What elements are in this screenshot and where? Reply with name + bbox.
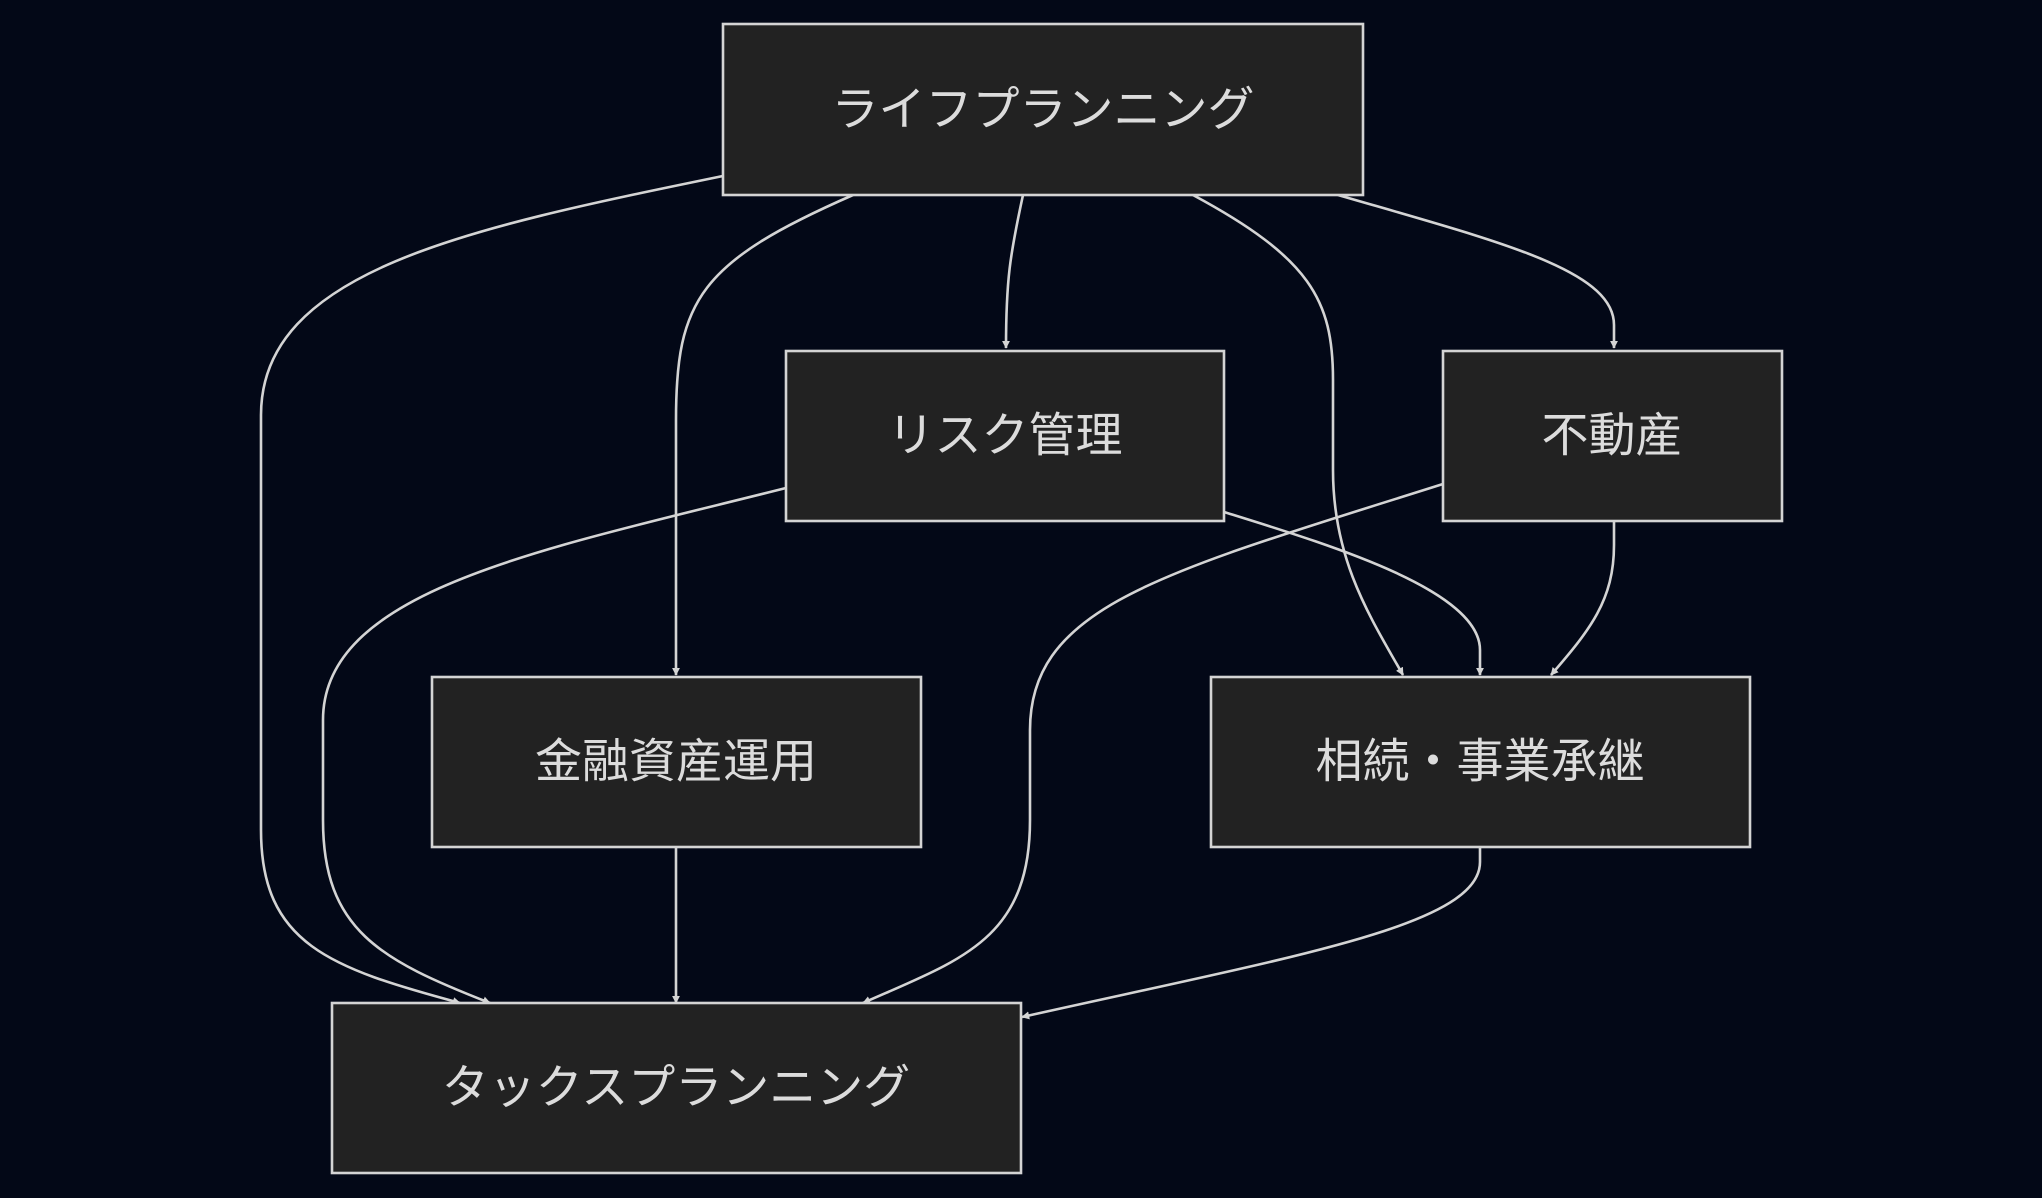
node-label: 相続・事業承継	[1316, 735, 1645, 790]
edge-life-to-realestate	[1337, 193, 1618, 349]
edge-risk-to-tax	[321, 486, 787, 1005]
node-financial-assets[interactable]: 金融資産運用	[430, 675, 923, 849]
node-box	[1441, 349, 1784, 523]
edges	[259, 174, 1618, 1020]
node-tax-planning[interactable]: タックスプランニング	[330, 1001, 1023, 1175]
edge-realestate-to-tax	[862, 482, 1444, 1005]
edge-life-to-inheritance	[1192, 193, 1405, 676]
node-label: タックスプランニング	[442, 1061, 911, 1116]
node-label: リスク管理	[888, 409, 1123, 464]
edge-inheritance-to-tax	[1021, 847, 1482, 1020]
edge-life-to-tax	[259, 174, 724, 1005]
node-box	[721, 22, 1365, 197]
node-real-estate[interactable]: 不動産	[1441, 349, 1784, 523]
node-box	[784, 349, 1226, 523]
node-label: ライフプランニング	[832, 83, 1255, 138]
node-life-planning[interactable]: ライフプランニング	[721, 22, 1365, 197]
node-box	[330, 1001, 1023, 1175]
node-risk-management[interactable]: リスク管理	[784, 349, 1226, 523]
edge-life-to-finance	[672, 193, 854, 676]
edge-risk-to-inheritance	[1223, 510, 1484, 676]
node-label: 金融資産運用	[535, 735, 817, 790]
node-box	[1209, 675, 1752, 849]
node-box	[430, 675, 923, 849]
edge-life-to-risk	[1002, 194, 1025, 349]
edge-realestate-to-inheritance	[1550, 521, 1616, 676]
node-label: 不動産	[1542, 409, 1683, 464]
node-inheritance-succession[interactable]: 相続・事業承継	[1209, 675, 1752, 849]
